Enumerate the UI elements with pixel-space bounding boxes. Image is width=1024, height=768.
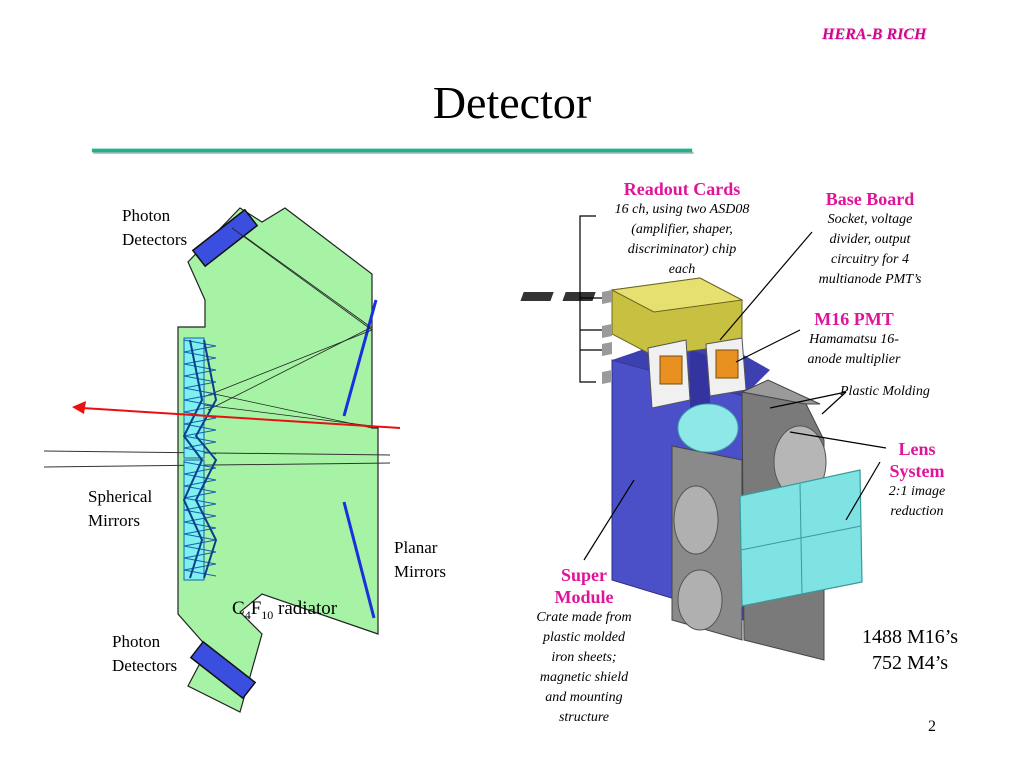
planar-mirrors-label: Planar Mirrors <box>394 536 446 584</box>
plastic-molding-label: Plastic Molding <box>840 384 930 399</box>
page-number: 2 <box>928 718 936 735</box>
spherical-mirrors <box>182 337 218 581</box>
planar-mirrors-line2: Mirrors <box>394 562 446 581</box>
beam-line-1 <box>43 450 391 456</box>
planar-mirrors-line1: Planar <box>394 538 438 557</box>
m16-pmt-pointer <box>735 329 801 363</box>
plastic-molding-pointer-1 <box>769 391 847 409</box>
readout-cards-bracket <box>579 215 596 383</box>
base-board-title: Base Board <box>825 189 915 209</box>
m16-pmt-desc-line2: anode multiplier <box>807 352 901 367</box>
super-module-title-line1: Super <box>560 565 607 585</box>
spherical-mirrors-label: Spherical Mirrors <box>88 485 152 533</box>
lens-system-pointer-1 <box>789 431 887 449</box>
photon-detectors-top-label: Photon Detectors <box>122 204 187 252</box>
readout-cards-desc: 16 ch, using two ASD08 (amplifier, shape… <box>596 200 768 280</box>
base-board-callout: Base Board Socket, voltage divider, outp… <box>804 188 936 290</box>
readout-cards-title: Readout Cards <box>623 179 741 199</box>
readout-cards-desc-line2: (amplifier, shaper, <box>631 222 733 237</box>
super-module-desc-line5: and mounting <box>545 690 623 705</box>
super-module-desc-line4: magnetic shield <box>539 670 629 685</box>
track-arrowhead <box>72 401 86 414</box>
base-board-pointer <box>719 231 813 341</box>
base-board-desc-line2: divider, output <box>829 232 911 247</box>
photon-detectors-top-line1: Photon <box>122 206 171 225</box>
plastic-molding-pointer-2 <box>821 391 847 415</box>
page-title: Detector <box>432 77 592 128</box>
brand-label: HERA-B RICH <box>822 26 927 43</box>
base-board-desc-line4: multianode PMT’s <box>818 272 922 287</box>
photon-detector-bottom <box>189 640 257 700</box>
photon-detector-top <box>191 208 259 268</box>
lens-system-callout: Lens System 2:1 image reduction <box>872 438 962 522</box>
photon-detectors-bottom-line1: Photon <box>112 632 161 651</box>
super-module-desc-line1: Crate made from <box>536 610 632 625</box>
spherical-mirrors-line1: Spherical <box>88 487 153 506</box>
base-board-desc-line1: Socket, voltage <box>827 212 913 227</box>
lens-system-desc: 2:1 image reduction <box>872 482 962 522</box>
radiator-vessel <box>177 207 379 713</box>
photon-detectors-bottom-line2: Detectors <box>112 656 178 675</box>
radiator-sub2: 10 <box>261 607 274 622</box>
spherical-mirrors-line2: Mirrors <box>88 511 140 530</box>
lens-system-title-line1: Lens <box>898 439 936 459</box>
m4-count: 752 M4’s <box>871 652 949 674</box>
planar-mirror-bottom <box>342 501 376 619</box>
pmt-counts: 1488 M16’s 752 M4’s <box>830 624 990 676</box>
m16-pmt-title: M16 PMT <box>814 309 894 329</box>
super-module-callout: Super Module Crate made from plastic mol… <box>520 564 648 728</box>
readout-cards-desc-line1: 16 ch, using two ASD08 <box>614 202 750 217</box>
m16-pmt-desc-line1: Hamamatsu 16- <box>809 332 899 347</box>
radiator-text: radiator <box>273 598 338 619</box>
super-module-pointer <box>583 479 635 561</box>
readout-cards-callout: Readout Cards 16 ch, using two ASD08 (am… <box>596 178 768 280</box>
readout-cards-desc-line3: discriminator) chip <box>627 242 737 257</box>
beam-line-2 <box>43 462 391 468</box>
m16-count: 1488 M16’s <box>861 626 959 648</box>
base-board-desc-line3: circuitry for 4 <box>830 252 910 267</box>
lens-system-desc-line1: 2:1 image <box>888 484 946 499</box>
m16-pmt-units <box>647 337 747 409</box>
readout-cards-stack <box>520 277 744 384</box>
particle-track <box>81 407 401 429</box>
m16-pmt-callout: M16 PMT Hamamatsu 16- anode multiplier <box>788 308 920 370</box>
radiator-f: F <box>250 598 262 619</box>
title-divider <box>91 148 694 154</box>
lens-system-desc-line2: reduction <box>890 504 944 519</box>
lens-system-title: Lens System <box>872 438 962 482</box>
photon-detectors-top-line2: Detectors <box>122 230 188 249</box>
super-module-desc-line6: structure <box>558 710 610 725</box>
planar-mirror-top <box>342 299 378 417</box>
super-module-desc-line3: iron sheets; <box>551 650 617 665</box>
lens-system-title-line2: System <box>889 461 945 481</box>
lens-system-pointer-2 <box>845 461 881 521</box>
lens-system <box>677 403 863 607</box>
radiator-c: C <box>232 598 245 619</box>
super-module-desc: Crate made from plastic molded iron shee… <box>520 608 648 728</box>
radiator-sub1: 4 <box>244 607 251 622</box>
base-board-desc: Socket, voltage divider, output circuitr… <box>804 210 936 290</box>
super-module-title: Super Module <box>520 564 648 608</box>
super-module-title-line2: Module <box>554 587 614 607</box>
readout-cards-desc-line4: each <box>668 262 696 277</box>
m16-pmt-desc: Hamamatsu 16- anode multiplier <box>788 330 920 370</box>
super-module-desc-line2: plastic molded <box>542 630 626 645</box>
photon-detectors-bottom-label: Photon Detectors <box>112 630 177 678</box>
radiator-label: C4F10 radiator <box>232 598 337 623</box>
